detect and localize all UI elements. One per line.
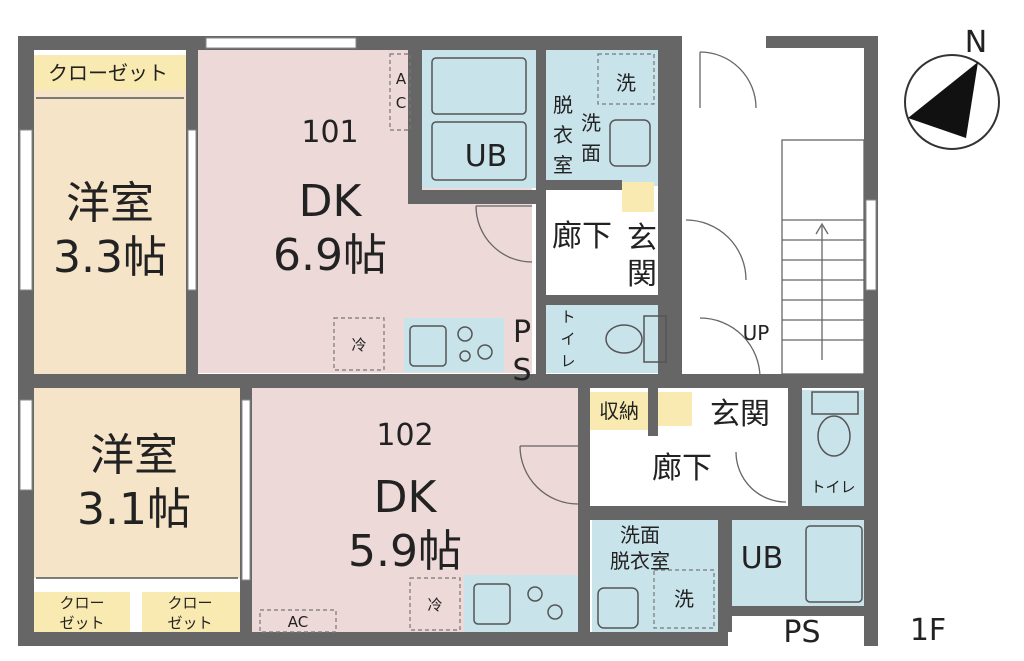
room-fills	[34, 48, 866, 634]
ps-v2-101: S	[512, 353, 531, 388]
floor-label: 1F	[910, 613, 946, 648]
storage-label-102: 収納	[599, 399, 639, 423]
entrance-v1-101: 玄	[627, 221, 657, 256]
dressing-v1-101: 脱	[553, 93, 573, 117]
unit-number-102: 102	[376, 418, 433, 453]
closet-label-101: クローゼット	[48, 61, 168, 85]
fridge-box-101	[333, 317, 385, 371]
ac-box-102	[259, 609, 337, 633]
western-room-size-102: 3.1帖	[77, 484, 191, 535]
dressing-1-label-102: 洗面	[620, 523, 660, 547]
north-label: N	[965, 25, 987, 60]
washer-label-102: 洗	[674, 587, 694, 611]
fridge-label-102: 冷	[427, 596, 442, 614]
hallway-label-101: 廊下	[552, 219, 612, 254]
ub-label-101: UB	[465, 139, 508, 174]
stairs	[781, 139, 865, 375]
labels: N 1F クローゼット 洋室 3.3帖 101 DK 6.9帖 A C 冷 UB…	[48, 25, 987, 650]
ac-label-v2-101: C	[396, 94, 406, 112]
dk-label-102: DK	[374, 472, 438, 523]
dk-label-101: DK	[299, 176, 363, 227]
step-102	[658, 392, 692, 426]
dressing-2-label-102: 脱衣室	[610, 549, 670, 573]
ac-label-102: AC	[288, 613, 308, 631]
fridge-box-102	[409, 577, 461, 631]
dressing-101	[546, 48, 658, 186]
appliance-boxes	[259, 53, 715, 633]
dk-size-102: 5.9帖	[348, 526, 462, 577]
western-room-101	[34, 55, 188, 375]
ub-102	[732, 520, 866, 606]
entrance-v2-101: 関	[627, 257, 657, 292]
up-label: UP	[743, 321, 770, 345]
dk-size-101: 6.9帖	[273, 230, 387, 281]
dressing-v4-101: 洗	[581, 111, 601, 135]
western-room-102	[34, 388, 242, 578]
fridge-label-101: 冷	[351, 336, 366, 354]
hallway-label-102: 廊下	[652, 451, 712, 486]
step-101	[622, 182, 654, 212]
closet-b-label-102a: ゼット	[59, 614, 104, 632]
dressing-102	[592, 520, 718, 632]
toilet-v1-101: ト	[560, 308, 575, 326]
washer-box-102	[653, 569, 715, 629]
closet-b-label-102b: ゼット	[167, 614, 212, 632]
ub-label-102: UB	[741, 541, 784, 576]
closet-102b	[142, 592, 240, 632]
fixtures	[36, 57, 863, 629]
storage-102	[590, 392, 648, 430]
western-room-label-101: 洋室	[66, 178, 154, 229]
toilet-label-102: トイレ	[810, 478, 855, 496]
entrance-label-102: 玄関	[710, 397, 770, 432]
toilet-v2-101: イ	[560, 330, 575, 348]
ps-label-102: PS	[783, 615, 820, 650]
doors	[475, 51, 787, 505]
toilet-v3-101: レ	[560, 352, 575, 370]
walls	[18, 36, 878, 646]
dressing-v3-101: 室	[553, 153, 573, 177]
windows	[19, 37, 877, 581]
washer-box-101	[597, 53, 655, 105]
western-room-size-101: 3.3帖	[53, 232, 167, 283]
washer-label-101: 洗	[616, 71, 636, 95]
ac-label-v1-101: A	[396, 70, 407, 88]
closet-101	[34, 55, 186, 90]
western-room-label-102: 洋室	[90, 430, 178, 481]
closet-a-label-102b: クロー	[167, 594, 212, 612]
unit-number-101: 101	[301, 115, 358, 150]
closet-a-label-102a: クロー	[59, 594, 104, 612]
north-compass	[904, 54, 1000, 150]
ps-v1-101: P	[513, 315, 531, 350]
closet-102a	[34, 592, 130, 632]
dressing-v2-101: 衣	[553, 123, 573, 147]
ub-101	[422, 48, 540, 188]
ac-box-101	[389, 53, 411, 131]
dressing-v5-101: 面	[581, 141, 601, 165]
